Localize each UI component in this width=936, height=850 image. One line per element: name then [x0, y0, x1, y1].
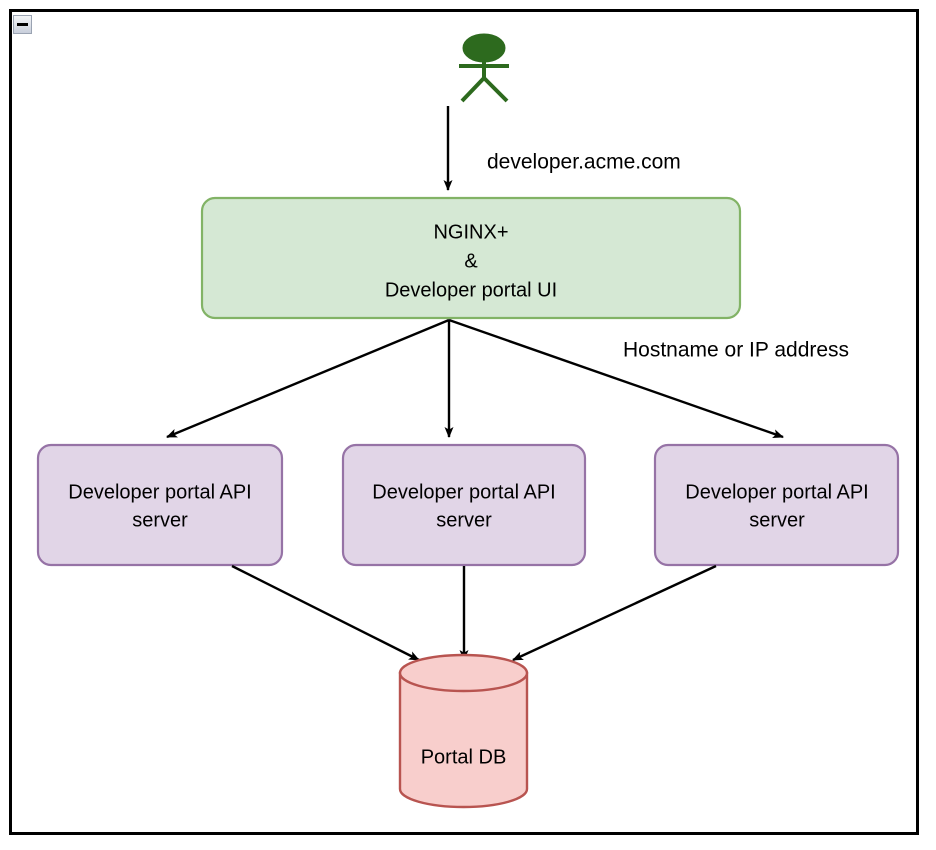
minus-icon — [17, 23, 28, 26]
api-server-3-shape[interactable] — [653, 443, 900, 567]
edge-label-hostname-or-ip-address: Hostname or IP address — [623, 339, 849, 362]
api-server-1-label-line1: Developer portal API — [68, 481, 251, 503]
portal-db-top-ellipse — [398, 653, 529, 693]
collapse-button[interactable] — [13, 15, 32, 34]
api-server-3-label-line2: server — [749, 509, 805, 531]
api-server-2-label-line1: Developer portal API — [372, 481, 555, 503]
nginx-developer-portal-ui-node[interactable]: NGINX+ & Developer portal UI — [200, 196, 742, 320]
user-actor[interactable] — [459, 33, 509, 103]
portal-db-body[interactable] — [398, 671, 529, 809]
api-server-1-label-line2: server — [132, 509, 188, 531]
portal-db-label: Portal DB — [421, 746, 507, 768]
api-server-2-shape[interactable] — [341, 443, 587, 567]
api-server-2-label-line2: server — [436, 509, 492, 531]
api-server-3-label-line1: Developer portal API — [685, 481, 868, 503]
edge-api-server-1-to-db — [231, 564, 420, 662]
nginx-node-label-line2: & — [464, 250, 478, 272]
nginx-node-label-line1: NGINX+ — [433, 221, 508, 243]
actor-head-icon — [462, 33, 506, 63]
actor-right-leg — [482, 76, 509, 103]
developer-portal-api-server-2-node[interactable]: Developer portal API server — [341, 443, 587, 567]
actor-left-leg — [460, 76, 486, 103]
edge-nginx-to-api-server-3 — [448, 318, 784, 439]
developer-portal-api-server-3-node[interactable]: Developer portal API server — [653, 443, 900, 567]
api-server-1-shape[interactable] — [36, 443, 284, 567]
nginx-node-shape[interactable] — [200, 196, 742, 320]
nginx-node-label-line3: Developer portal UI — [385, 279, 557, 301]
developer-portal-api-server-1-node[interactable]: Developer portal API server — [36, 443, 284, 567]
edge-api-server-3-to-db — [512, 564, 717, 662]
portal-db-node[interactable]: Portal DB — [398, 653, 529, 809]
edge-label-developer-acme-com: developer.acme.com — [487, 151, 681, 174]
edge-nginx-to-api-server-1 — [166, 318, 450, 439]
